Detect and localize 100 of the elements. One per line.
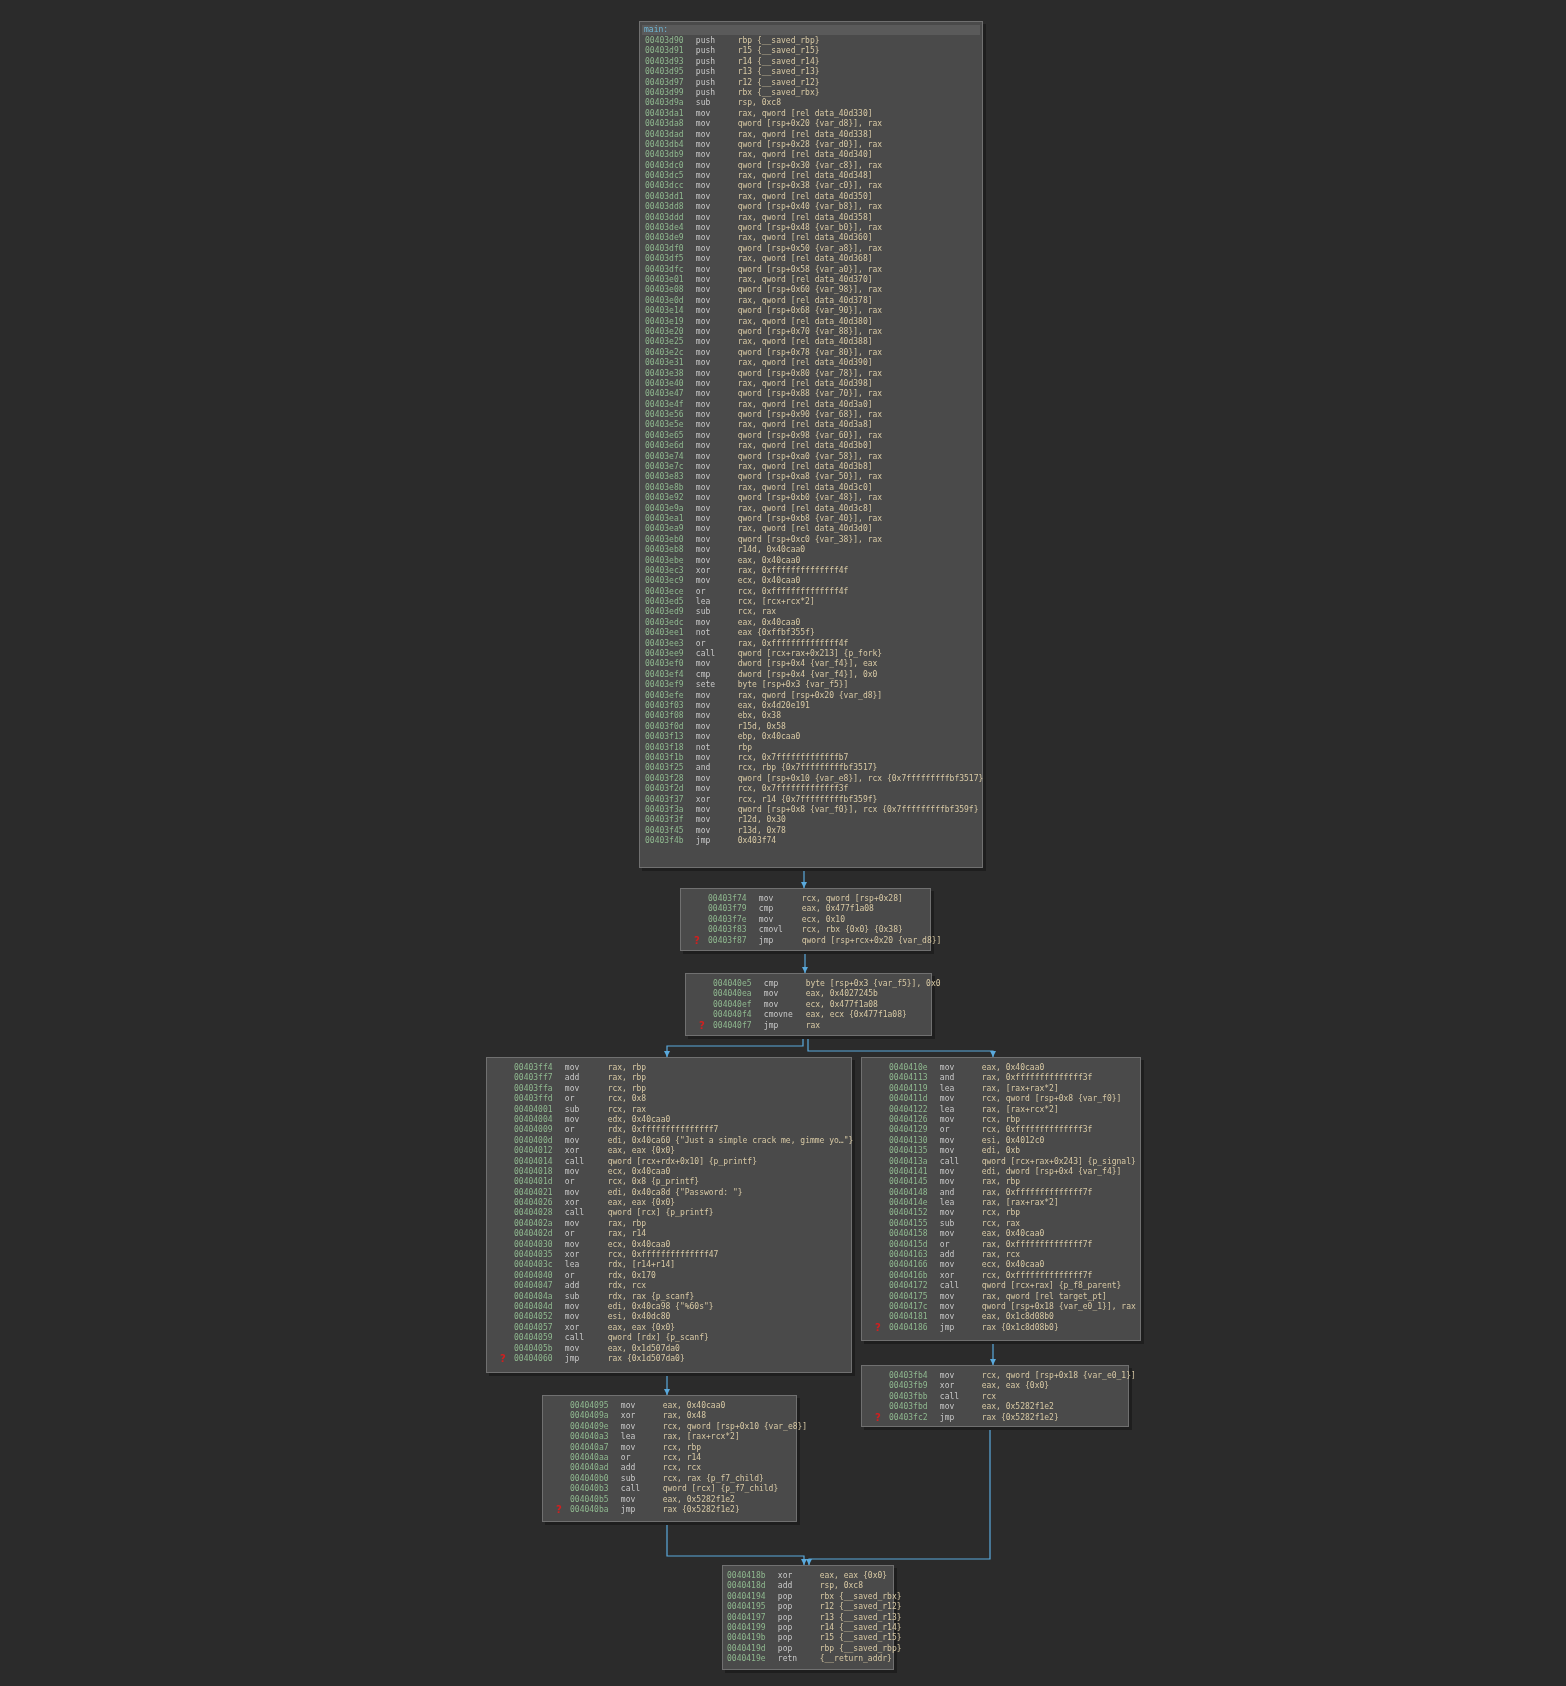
instruction-line: 00403da8 mov qword [rsp+0x20 {var_d8}], rax xyxy=(645,119,883,130)
instruction-line: 00403f08 mov ebx, 0x38 xyxy=(645,711,781,722)
instruction-line: 00403db9 mov rax, qword [rel data_40d340] xyxy=(645,150,873,161)
instruction-line: 00404126 mov rcx, rbp xyxy=(889,1114,1021,1125)
instruction-line: 00403e47 mov qword [rsp+0x88 {var_70}], rax xyxy=(645,389,883,400)
instruction-line: 00404175 mov rax, qword [rel target_pt] xyxy=(889,1291,1107,1302)
instruction-line: 00403e74 mov qword [rsp+0xa0 {var_58}], rax xyxy=(645,451,883,462)
instruction-line: 0040405b mov eax, 0x1d507da0 xyxy=(514,1343,680,1354)
instruction-line: 00403ffd or rcx, 0x8 xyxy=(514,1094,647,1105)
instruction-line: 00403e2c mov qword [rsp+0x78 {var_80}], rax xyxy=(645,347,883,358)
instruction-line: 00404030 mov ecx, 0x40caa0 xyxy=(514,1239,671,1250)
instruction-line: 00404135 mov edi, 0xb xyxy=(889,1146,1021,1157)
instruction-line: 00404001 sub rcx, rax xyxy=(514,1104,647,1115)
instruction-line: 00403f83 cmovl rcx, rbx {0x0} {0x38} xyxy=(708,925,903,936)
instruction-line: 0040415d or rax, 0xffffffffffffff7f xyxy=(889,1239,1093,1250)
instruction-line: 0040419b pop r15 {__saved_r15} xyxy=(727,1633,902,1644)
instruction-line: 00403dd1 mov rax, qword [rel data_40d350] xyxy=(645,191,873,202)
instruction-line: 00403db4 mov qword [rsp+0x28 {var_d0}], rax xyxy=(645,139,883,150)
instruction-line: 00404152 mov rcx, rbp xyxy=(889,1208,1021,1219)
instruction-line: 00404129 or rcx, 0xffffffffffffff3f xyxy=(889,1125,1093,1136)
instruction-line: 00403f87 jmp qword [rsp+rcx+0x20 {var_d8}] xyxy=(708,935,942,946)
instruction-line: 004040f4 cmovne eax, ecx {0x477f1a08} xyxy=(713,1010,907,1021)
instruction-line: 00403f0d mov r15d, 0x58 xyxy=(645,721,786,732)
code-block xyxy=(486,1057,852,1373)
instruction-line: 0040404d mov edi, 0x40ca98 {"%60s"} xyxy=(514,1302,714,1312)
instruction-line: 00404052 mov esi, 0x40dc80 xyxy=(514,1312,671,1323)
instruction-line: 00403ea1 mov qword [rsp+0xb8 {var_40}], rax xyxy=(645,513,883,524)
instruction-line: 00403e7c mov rax, qword [rel data_40d3b8] xyxy=(645,462,873,472)
instruction-line: 0040402a mov rax, rbp xyxy=(514,1218,647,1229)
instruction-line: 004040ea mov eax, 0x4027245b xyxy=(713,989,878,1000)
instruction-line: 00404130 mov esi, 0x4012c0 xyxy=(889,1135,1045,1146)
instruction-line: 0040419e retn {__return_addr} xyxy=(727,1654,892,1665)
instruction-line: 00403d9a sub rsp, 0xc8 xyxy=(645,98,781,109)
instruction-line: 0040409a xor rax, 0x48 xyxy=(570,1411,706,1422)
unresolved-jump-marker: ? xyxy=(699,1020,705,1031)
instruction-line: 00403dc0 mov qword [rsp+0x30 {var_c8}], rax xyxy=(645,160,883,171)
instruction-line: 00403fc2 jmp rax {0x5282f1e2} xyxy=(889,1412,1059,1423)
instruction-line: 00403e6d mov rax, qword [rel data_40d3b0] xyxy=(645,441,873,452)
instruction-line: 00404095 mov eax, 0x40caa0 xyxy=(570,1401,726,1411)
instruction-line: 00403e9a mov rax, qword [rel data_40d3c8] xyxy=(645,503,873,514)
instruction-line: 00404035 xor rcx, 0xffffffffffffff47 xyxy=(514,1250,719,1260)
instruction-line: 00403dc5 mov rax, qword [rel data_40d348] xyxy=(645,171,873,181)
instruction-line: 0040414e lea rax, [rax+rax*2] xyxy=(889,1198,1059,1208)
instruction-line: 00403ebe mov eax, 0x40caa0 xyxy=(645,555,801,566)
instruction-line: 00403ea9 mov rax, qword [rel data_40d3d0] xyxy=(645,524,873,535)
instruction-line: 00404145 mov rax, rbp xyxy=(889,1177,1021,1188)
instruction-line: 0040401d or rcx, 0x8 {p_printf} xyxy=(514,1177,700,1188)
instruction-line: 004040b5 mov eax, 0x5282f1e2 xyxy=(570,1494,735,1505)
instruction-line: 00403f1b mov rcx, 0x7fffffffffffffb7 xyxy=(645,752,849,763)
instruction-line: 00403f7e mov ecx, 0x10 xyxy=(708,914,845,925)
instruction-line: 00404122 lea rax, [rax+rcx*2] xyxy=(889,1104,1059,1115)
instruction-line: 00403d91 push r15 {__saved_r15} xyxy=(645,46,820,57)
instruction-line: 00404119 lea rax, [rax+rax*2] xyxy=(889,1083,1059,1094)
instruction-line: 00403f18 not rbp xyxy=(645,742,753,753)
instruction-line: 00403ece or rcx, 0xffffffffffffff4f xyxy=(645,586,849,597)
instruction-line: 004040f7 jmp rax xyxy=(713,1020,821,1031)
instruction-line: 00404155 sub rcx, rax xyxy=(889,1218,1021,1229)
instruction-line: 00403de9 mov rax, qword [rel data_40d360] xyxy=(645,233,873,244)
instruction-line: 00403fb4 mov rcx, qword [rsp+0x18 {var_e0_1}] xyxy=(889,1371,1136,1381)
code-block xyxy=(861,1057,1141,1341)
instruction-line: 00403d95 push r13 {__saved_r13} xyxy=(645,67,820,78)
instruction-line: 00404060 jmp rax {0x1d507da0} xyxy=(514,1353,685,1365)
instruction-line: 00404195 pop r12 {__saved_r12} xyxy=(727,1602,902,1613)
instruction-line: 00403dfc mov qword [rsp+0x58 {var_a0}], rax xyxy=(645,264,883,275)
instruction-line: 0040404a sub rdx, rax {p_scanf} xyxy=(514,1291,695,1302)
instruction-line: 00403e08 mov qword [rsp+0x60 {var_98}], rax xyxy=(645,285,883,296)
instruction-line: 00403f37 xor rcx, r14 {0x7fffffffffbf359f} xyxy=(645,794,878,805)
instruction-line: 00403e19 mov rax, qword [rel data_40d380] xyxy=(645,316,873,327)
instruction-line: 00403edc mov eax, 0x40caa0 xyxy=(645,617,801,628)
instruction-line: 0040416b xor rcx, 0xffffffffffffff7f xyxy=(889,1270,1093,1281)
instruction-line: 00404026 xor eax, eax {0x0} xyxy=(514,1198,676,1208)
function-label: main: xyxy=(642,25,980,35)
instruction-line: 00403e40 mov rax, qword [rel data_40d398] xyxy=(645,378,873,389)
instruction-line: 00403f3f mov r12d, 0x30 xyxy=(645,815,786,826)
instruction-line: 00403df0 mov qword [rsp+0x50 {var_a8}], rax xyxy=(645,243,883,254)
instruction-line: 0040417c mov qword [rsp+0x18 {var_e0_1}], rax xyxy=(889,1302,1136,1312)
instruction-line: 00403dcc mov qword [rsp+0x38 {var_c0}], rax xyxy=(645,181,883,192)
instruction-line: 00403d93 push r14 {__saved_r14} xyxy=(645,56,820,67)
instruction-line: 00403ff7 add rax, rbp xyxy=(514,1073,647,1084)
instruction-line: 00403eb0 mov qword [rsp+0xc0 {var_38}], rax xyxy=(645,534,883,545)
instruction-line: 004040b0 sub rcx, rax {p_f7_child} xyxy=(570,1473,764,1484)
instruction-line: 00404181 mov eax, 0x1c8d08b0 xyxy=(889,1312,1054,1323)
instruction-line: 00403e4f mov rax, qword [rel data_40d3a0] xyxy=(645,399,873,410)
instruction-line: 00403fbb call rcx xyxy=(889,1391,997,1402)
instruction-line: 00403ee3 or rax, 0xffffffffffffff4f xyxy=(645,638,849,649)
instruction-line: 00403df5 mov rax, qword [rel data_40d368] xyxy=(645,254,873,265)
instruction-line: 00403e20 mov qword [rsp+0x70 {var_88}], rax xyxy=(645,326,883,337)
instruction-line: 004040e5 cmp byte [rsp+0x3 {var_f5}], 0x0 xyxy=(713,979,941,989)
instruction-line: 00403e56 mov qword [rsp+0x90 {var_68}], rax xyxy=(645,410,883,420)
instruction-line: 00403de4 mov qword [rsp+0x48 {var_b0}], rax xyxy=(645,223,883,233)
instruction-line: 00403e92 mov qword [rsp+0xb0 {var_48}], rax xyxy=(645,493,883,504)
instruction-line: 00403ff4 mov rax, rbp xyxy=(514,1063,647,1073)
instruction-line: 00404004 mov edx, 0x40caa0 xyxy=(514,1114,671,1125)
instruction-line: 00403ed5 lea rcx, [rcx+rcx*2] xyxy=(645,597,815,607)
instruction-line: 00404040 or rdx, 0x170 xyxy=(514,1270,656,1281)
instruction-line: 00403e5e mov rax, qword [rel data_40d3a8] xyxy=(645,420,873,431)
instruction-line: 00404158 mov eax, 0x40caa0 xyxy=(889,1229,1045,1240)
instruction-line: 00403fbd mov eax, 0x5282f1e2 xyxy=(889,1402,1054,1413)
instruction-line: 00403e31 mov rax, qword [rel data_40d390] xyxy=(645,358,873,369)
instruction-line: 00404172 call qword [rcx+rax] {p_f8_parent} xyxy=(889,1281,1122,1292)
